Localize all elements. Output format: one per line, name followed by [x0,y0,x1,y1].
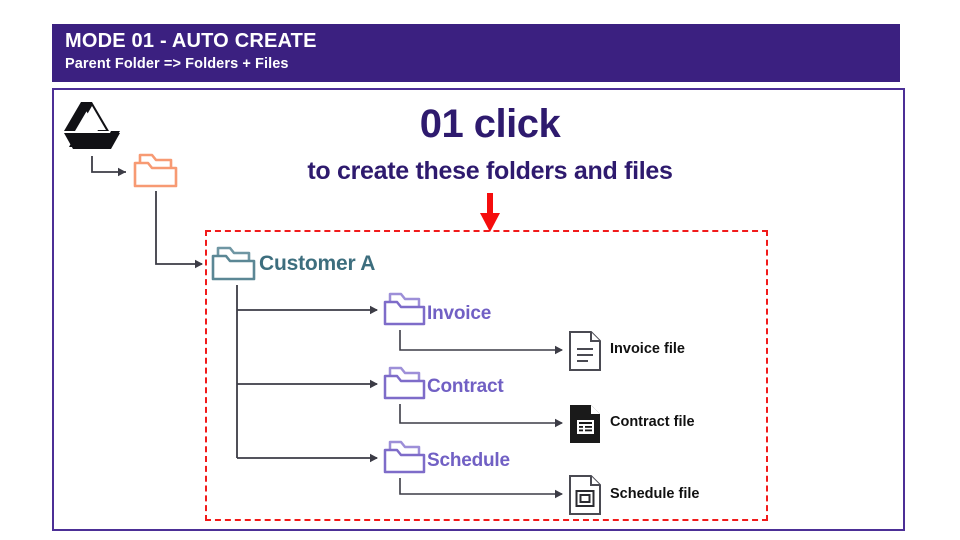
google-drive-icon [64,102,120,149]
folder-label-customer-a: Customer A [259,252,376,275]
down-arrow-icon [480,193,500,232]
folder-icon[interactable] [382,438,427,475]
spreadsheet-file-icon[interactable] [568,403,602,445]
presentation-file-icon[interactable] [568,474,602,516]
page-subtitle: to create these folders and files [307,157,673,185]
folder-label-contract: Contract [427,376,504,397]
file-label-invoice: Invoice file [610,341,685,357]
file-label-contract: Contract file [610,414,695,430]
page-title: 01 click [419,102,561,146]
diagram-body-frame [52,88,905,531]
header-subtitle: Parent Folder => Folders + Files [65,56,289,72]
document-file-icon[interactable] [568,330,602,372]
folder-icon[interactable] [382,364,427,401]
folder-label-schedule: Schedule [427,450,510,471]
folder-icon[interactable] [210,243,258,282]
file-label-schedule: Schedule file [610,486,700,502]
folder-label-invoice: Invoice [427,303,492,324]
folder-icon[interactable] [132,150,180,189]
generated-structure-region [205,230,768,521]
mode-header-banner: MODE 01 - AUTO CREATE Parent Folder => F… [52,24,900,82]
header-title: MODE 01 - AUTO CREATE [65,30,317,52]
folder-icon[interactable] [382,290,427,327]
